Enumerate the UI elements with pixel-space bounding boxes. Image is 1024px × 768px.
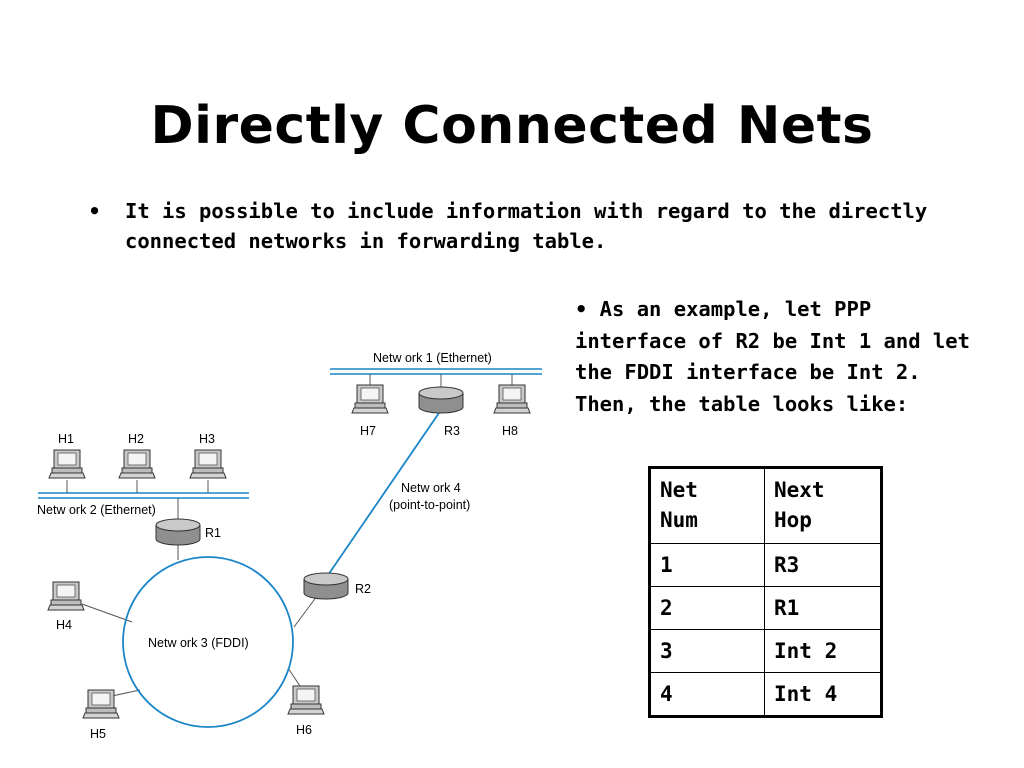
router-r2-label: R2: [355, 582, 371, 596]
network1-label: Netw ork 1 (Ethernet): [373, 351, 492, 365]
table-cell-net: 4: [649, 672, 765, 717]
host-h8-label: H8: [502, 424, 518, 438]
table-cell-hop: Int 4: [764, 672, 882, 717]
table-cell-hop: R1: [764, 586, 882, 630]
table-cell-hop: Int 2: [764, 629, 882, 673]
host-h3-label: H3: [199, 432, 215, 446]
fddi-ring: [122, 556, 294, 728]
host-h3-icon: [189, 449, 227, 479]
host-h6-icon: [287, 685, 325, 715]
bullet-item: • It is possible to include information …: [88, 196, 948, 256]
table-row: 2 R1: [649, 586, 882, 630]
table-header-row: Net Num Next Hop: [649, 467, 882, 544]
network3-label: Netw ork 3 (FDDI): [148, 636, 249, 650]
router-r3-icon: [418, 386, 464, 414]
router-r1-label: R1: [205, 526, 221, 540]
host-h5-label: H5: [90, 727, 106, 741]
table-row: 4 Int 4: [649, 672, 882, 717]
header-next-hop: Next Hop: [764, 467, 882, 544]
network4-label: Netw ork 4: [401, 481, 461, 495]
header-net-num: Net Num: [649, 467, 765, 544]
router-r1-icon: [155, 518, 201, 546]
forwarding-table: Net Num Next Hop 1 R3 2 R1 3 Int 2 4 Int…: [648, 466, 883, 718]
host-h6-label: H6: [296, 723, 312, 737]
router-r3-label: R3: [444, 424, 460, 438]
table-cell-net: 1: [649, 543, 765, 587]
bullet-mark: •: [88, 199, 102, 223]
table-cell-hop: R3: [764, 543, 882, 587]
host-h2-icon: [118, 449, 156, 479]
network2-label: Netw ork 2 (Ethernet): [37, 503, 156, 517]
table-cell-net: 2: [649, 586, 765, 630]
host-h1-label: H1: [58, 432, 74, 446]
slide-title: Directly Connected Nets: [150, 96, 874, 156]
drop-lines: [66, 374, 513, 697]
network1-ethernet: [330, 368, 542, 375]
example-text: • As an example, let PPP interface of R2…: [575, 297, 970, 416]
network2-ethernet: [38, 492, 249, 499]
table-cell-net: 3: [649, 629, 765, 673]
host-h2-label: H2: [128, 432, 144, 446]
host-h4-icon: [47, 581, 85, 611]
host-h1-icon: [48, 449, 86, 479]
host-h5-icon: [82, 689, 120, 719]
network4-sublabel: (point-to-point): [389, 498, 470, 512]
table-row: 3 Int 2: [649, 629, 882, 673]
network4-link: [325, 409, 442, 579]
host-h4-label: H4: [56, 618, 72, 632]
table-row: 1 R3: [649, 543, 882, 587]
host-h8-icon: [493, 384, 531, 414]
router-r2-icon: [303, 572, 349, 600]
bullet-text: It is possible to include information wi…: [125, 199, 928, 253]
host-h7-label: H7: [360, 424, 376, 438]
host-h7-icon: [351, 384, 389, 414]
